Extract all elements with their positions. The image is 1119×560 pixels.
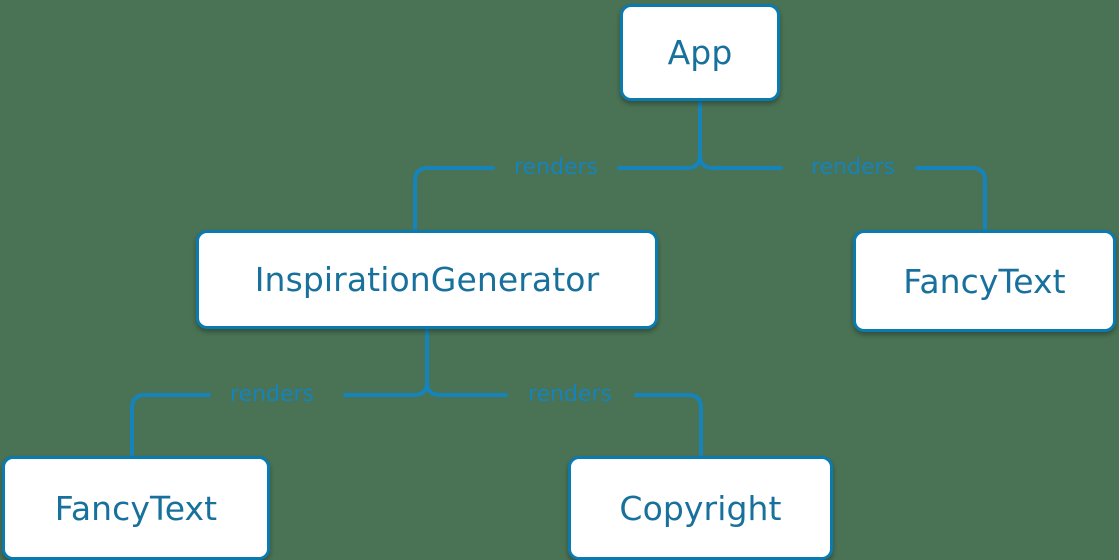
node-copyright-label: Copyright [619,488,782,528]
node-app-label: App [667,33,733,72]
edge-inspgen-copyright-bus-outer [634,393,703,457]
edge-app-inspgen-bus-outer [413,166,495,231]
edge-label-app-to-fancytext: renders [810,155,896,180]
node-fancytext-right[interactable]: FancyText [853,230,1116,332]
node-copyright[interactable]: Copyright [568,456,833,560]
edge-app-stub-left [685,153,702,170]
node-app[interactable]: App [620,4,780,101]
node-inspirationgenerator-label: InspirationGenerator [254,260,600,299]
edge-app-fancyright-bus-outer [915,166,987,231]
edge-inspgen-fancyleft-bus-outer [130,393,211,457]
edge-label-inspirationgenerator-to-copyright: renders [527,382,613,407]
node-fancytext-left[interactable]: FancyText [2,456,270,560]
edge-inspgen-stub [425,327,442,397]
node-inspirationgenerator[interactable]: InspirationGenerator [196,230,658,329]
edge-inspgen-stub-left [412,380,429,397]
edge-label-app-to-inspirationgenerator: renders [513,155,599,180]
node-fancytext-left-label: FancyText [54,488,218,528]
node-fancytext-right-label: FancyText [903,261,1066,301]
edge-label-inspirationgenerator-to-fancytext: renders [229,382,315,407]
edge-app-stub [698,99,715,170]
